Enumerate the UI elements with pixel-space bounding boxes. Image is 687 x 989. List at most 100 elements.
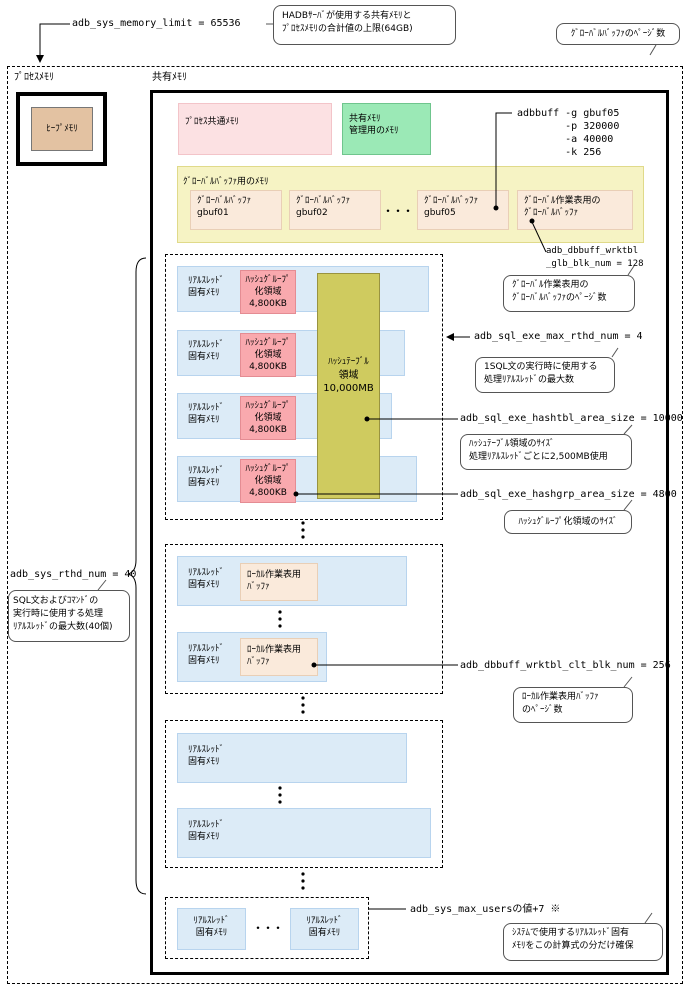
max-rthd-callout: 1SQL文の実行時に使用する 処理ﾘｱﾙｽﾚｯﾄﾞの最大数 [475,357,615,393]
label-line: ﾘｱﾙｽﾚｯﾄﾞ [188,276,225,286]
callout-line: ﾒﾓﾘをこの計算式の分だけ確保 [512,941,634,951]
label-line: ﾘｱﾙｽﾚｯﾄﾞ [188,745,225,755]
clt-blk-param: adb_dbbuff_wrktbl_clt_blk_num = 256 [460,660,671,671]
label-line: gbuf05 [424,208,456,218]
max-rthd-param: adb_sql_exe_max_rthd_num = 4 [474,331,643,342]
memory-limit-arrow [36,23,70,63]
global-buffer-gbuf02: ｸﾞﾛｰﾊﾞﾙﾊﾞｯﾌｧ gbuf02 [289,190,381,230]
label-line: 管理用のﾒﾓﾘ [349,126,399,136]
memory-limit-param: adb_sys_memory_limit = 65536 [72,18,241,29]
callout-line: ｸﾞﾛｰﾊﾞﾙﾊﾞｯﾌｧのﾍﾟｰｼﾞ数 [512,293,607,303]
label-line: ｸﾞﾛｰﾊﾞﾙﾊﾞｯﾌｧ [197,196,252,206]
clt-dot [311,662,317,668]
label-line: 4,800KB [249,488,287,498]
global-buffer-area-title: ｸﾞﾛｰﾊﾞﾙﾊﾞｯﾌｧ用のﾒﾓﾘ [183,177,269,187]
label-line: ﾊｯｼｭｸﾞﾙｰﾌﾟ [245,275,291,285]
label-line: 固有ﾒﾓﾘ [188,757,220,767]
adbbuff-leader [495,112,512,207]
label-line: 固有ﾒﾓﾘ [188,415,220,425]
callout-line: HADBｻｰﾊﾞが使用する共有ﾒﾓﾘと [282,11,412,21]
label-line: 10,000MB [323,383,374,394]
label-line: 化領域 [254,350,282,360]
label-line: 4,800KB [249,299,287,309]
wrktbl-glb-dot [529,218,535,224]
heap-memory: ﾋｰﾌﾟﾒﾓﾘ [31,107,93,151]
label-line: ﾊｯｼｭｸﾞﾙｰﾌﾟ [245,401,291,411]
label-line: 固有ﾒﾓﾘ [308,928,341,938]
label-line: ﾛｰｶﾙ作業表用 [247,645,302,655]
label-line: 固有ﾒﾓﾘ [188,288,220,298]
label-line: ﾘｱﾙｽﾚｯﾄﾞ [188,403,225,413]
label-line: 固有ﾒﾓﾘ [188,832,220,842]
outer-frame [7,66,683,984]
real-thread-memory: ﾘｱﾙｽﾚｯﾄﾞ 固有ﾒﾓﾘ [177,266,429,312]
hashtbl-param: adb_sql_exe_hashtbl_area_size = 10000 [460,413,683,424]
clt-blk-callout: ﾛｰｶﾙ作業表用ﾊﾞｯﾌｧ のﾍﾟｰｼﾞ数 [513,687,633,723]
hash-group-area: ﾊｯｼｭｸﾞﾙｰﾌﾟ 化領域 4,800KB [240,333,296,377]
gbuf-pages-tail [649,44,657,56]
real-thread-memory: ﾘｱﾙｽﾚｯﾄﾞ固有ﾒﾓﾘ [177,808,431,858]
label-line: ﾊｯｼｭｸﾞﾙｰﾌﾟ [245,464,291,474]
real-thread-memory: ﾘｱﾙｽﾚｯﾄﾞ 固有ﾒﾓﾘ [290,908,359,950]
callout-line: ﾘｱﾙｽﾚｯﾄﾞの最大数(40個) [13,622,113,632]
shared-memory-box [150,90,669,975]
shared-management-memory: 共有ﾒﾓﾘ 管理用のﾒﾓﾘ [342,103,431,155]
callout-line: ﾊｯｼｭﾃｰﾌﾞﾙ領域のｻｲｽﾞ [469,439,555,449]
callout-tails [97,265,653,924]
label-line: 化領域 [254,476,282,486]
label-line: ﾛｰｶﾙ作業表用 [247,570,302,580]
label-line: 化領域 [254,287,282,297]
callout-line: 処理ﾘｱﾙｽﾚｯﾄﾞごとに2,500MB使用 [469,452,608,462]
process-common-memory: ﾌﾟﾛｾｽ共通ﾒﾓﾘ [178,103,332,155]
label-line: ﾊｯｼｭﾃｰﾌﾞﾙ [328,357,369,367]
callout-line: ｼｽﾃﾑで使用するﾘｱﾙｽﾚｯﾄﾞ固有 [512,928,630,938]
global-buffer-ellipsis: ・・・ [382,204,414,218]
sys-rthd-brace [127,257,147,895]
callout-line: のﾍﾟｰｼﾞ数 [522,705,563,715]
label-line: 固有ﾒﾓﾘ [188,580,220,590]
callout-line: ﾛｰｶﾙ作業表用ﾊﾞｯﾌｧ [522,692,599,702]
hash-group-area: ﾊｯｼｭｸﾞﾙｰﾌﾟ 化領域 4,800KB [240,396,296,440]
label-line: ﾊﾞｯﾌｧ [247,582,270,592]
label-line: 4,800KB [249,425,287,435]
wrktbl-glb-leader [531,221,547,253]
label-line: ｸﾞﾛｰﾊﾞﾙﾊﾞｯﾌｧ [424,196,479,206]
label-line: 化領域 [254,413,282,423]
real-thread-memory: ﾘｱﾙｽﾚｯﾄﾞ固有ﾒﾓﾘ [177,908,246,950]
callout-line: 実行時に使用する処理 [13,609,104,619]
callout-line: ﾌﾟﾛｾｽﾒﾓﾘの合計値の上限(64GB) [282,24,413,34]
label-line: ﾘｱﾙｽﾚｯﾄﾞ [306,916,343,926]
local-worktable-buffer: ﾛｰｶﾙ作業表用 ﾊﾞｯﾌｧ [240,638,318,676]
callout-line: ｸﾞﾛｰﾊﾞﾙ作業表用の [512,280,589,290]
adbbuff-command: adbbuff -g gbuf05 -p 320000 -a 40000 -k … [517,108,620,158]
label-line: ﾘｱﾙｽﾚｯﾄﾞ [188,568,225,578]
global-buffer-gbuf01: ｸﾞﾛｰﾊﾞﾙﾊﾞｯﾌｧ gbuf01 [190,190,282,230]
gbuf-pages-callout: ｸﾞﾛｰﾊﾞﾙﾊﾞｯﾌｧのﾍﾟｰｼﾞ数 [556,23,680,45]
label-line: 固有ﾒﾓﾘ [188,656,220,666]
shared-memory-title: 共有ﾒﾓﾘ [152,72,187,83]
label-line: ﾊｯｼｭｸﾞﾙｰﾌﾟ [245,338,291,348]
callout-line: 1SQL文の実行時に使用する [484,362,598,372]
global-worktable-buffer: ｸﾞﾛｰﾊﾞﾙ作業表用の ｸﾞﾛｰﾊﾞﾙﾊﾞｯﾌｧ [517,190,633,230]
hash-group-area: ﾊｯｼｭｸﾞﾙｰﾌﾟ 化領域 4,800KB [240,270,296,314]
callout-line: SQL文およびｺﾏﾝﾄﾞの [13,596,99,606]
label-line: gbuf01 [197,208,229,218]
query-thread-group [165,254,443,520]
label-line: 4,800KB [249,362,287,372]
label-line: ｸﾞﾛｰﾊﾞﾙﾊﾞｯﾌｧ [296,196,351,206]
hashgrp-callout: ﾊｯｼｭｸﾞﾙｰﾌﾟ化領域のｻｲｽﾞ [504,510,632,534]
label-line: ﾊﾞｯﾌｧ [247,657,270,667]
label-line: ﾘｱﾙｽﾚｯﾄﾞ [188,466,225,476]
global-buffer-gbuf05: ｸﾞﾛｰﾊﾞﾙﾊﾞｯﾌｧ gbuf05 [417,190,509,230]
hashgrp-dot [293,491,299,497]
wrktbl-glb-param: adb_dbbuff_wrktbl _glb_blk_num = 128 [546,246,644,269]
label-line: 共有ﾒﾓﾘ [349,114,381,124]
label-line: ﾘｱﾙｽﾚｯﾄﾞ [193,916,230,926]
vertical-dots [278,521,305,890]
memory-limit-callout: HADBｻｰﾊﾞが使用する共有ﾒﾓﾘと ﾌﾟﾛｾｽﾒﾓﾘの合計値の上限(64GB… [273,5,456,45]
system-thread-group [165,897,369,959]
label-line: gbuf02 [296,208,328,218]
hashtbl-dot [364,416,370,422]
